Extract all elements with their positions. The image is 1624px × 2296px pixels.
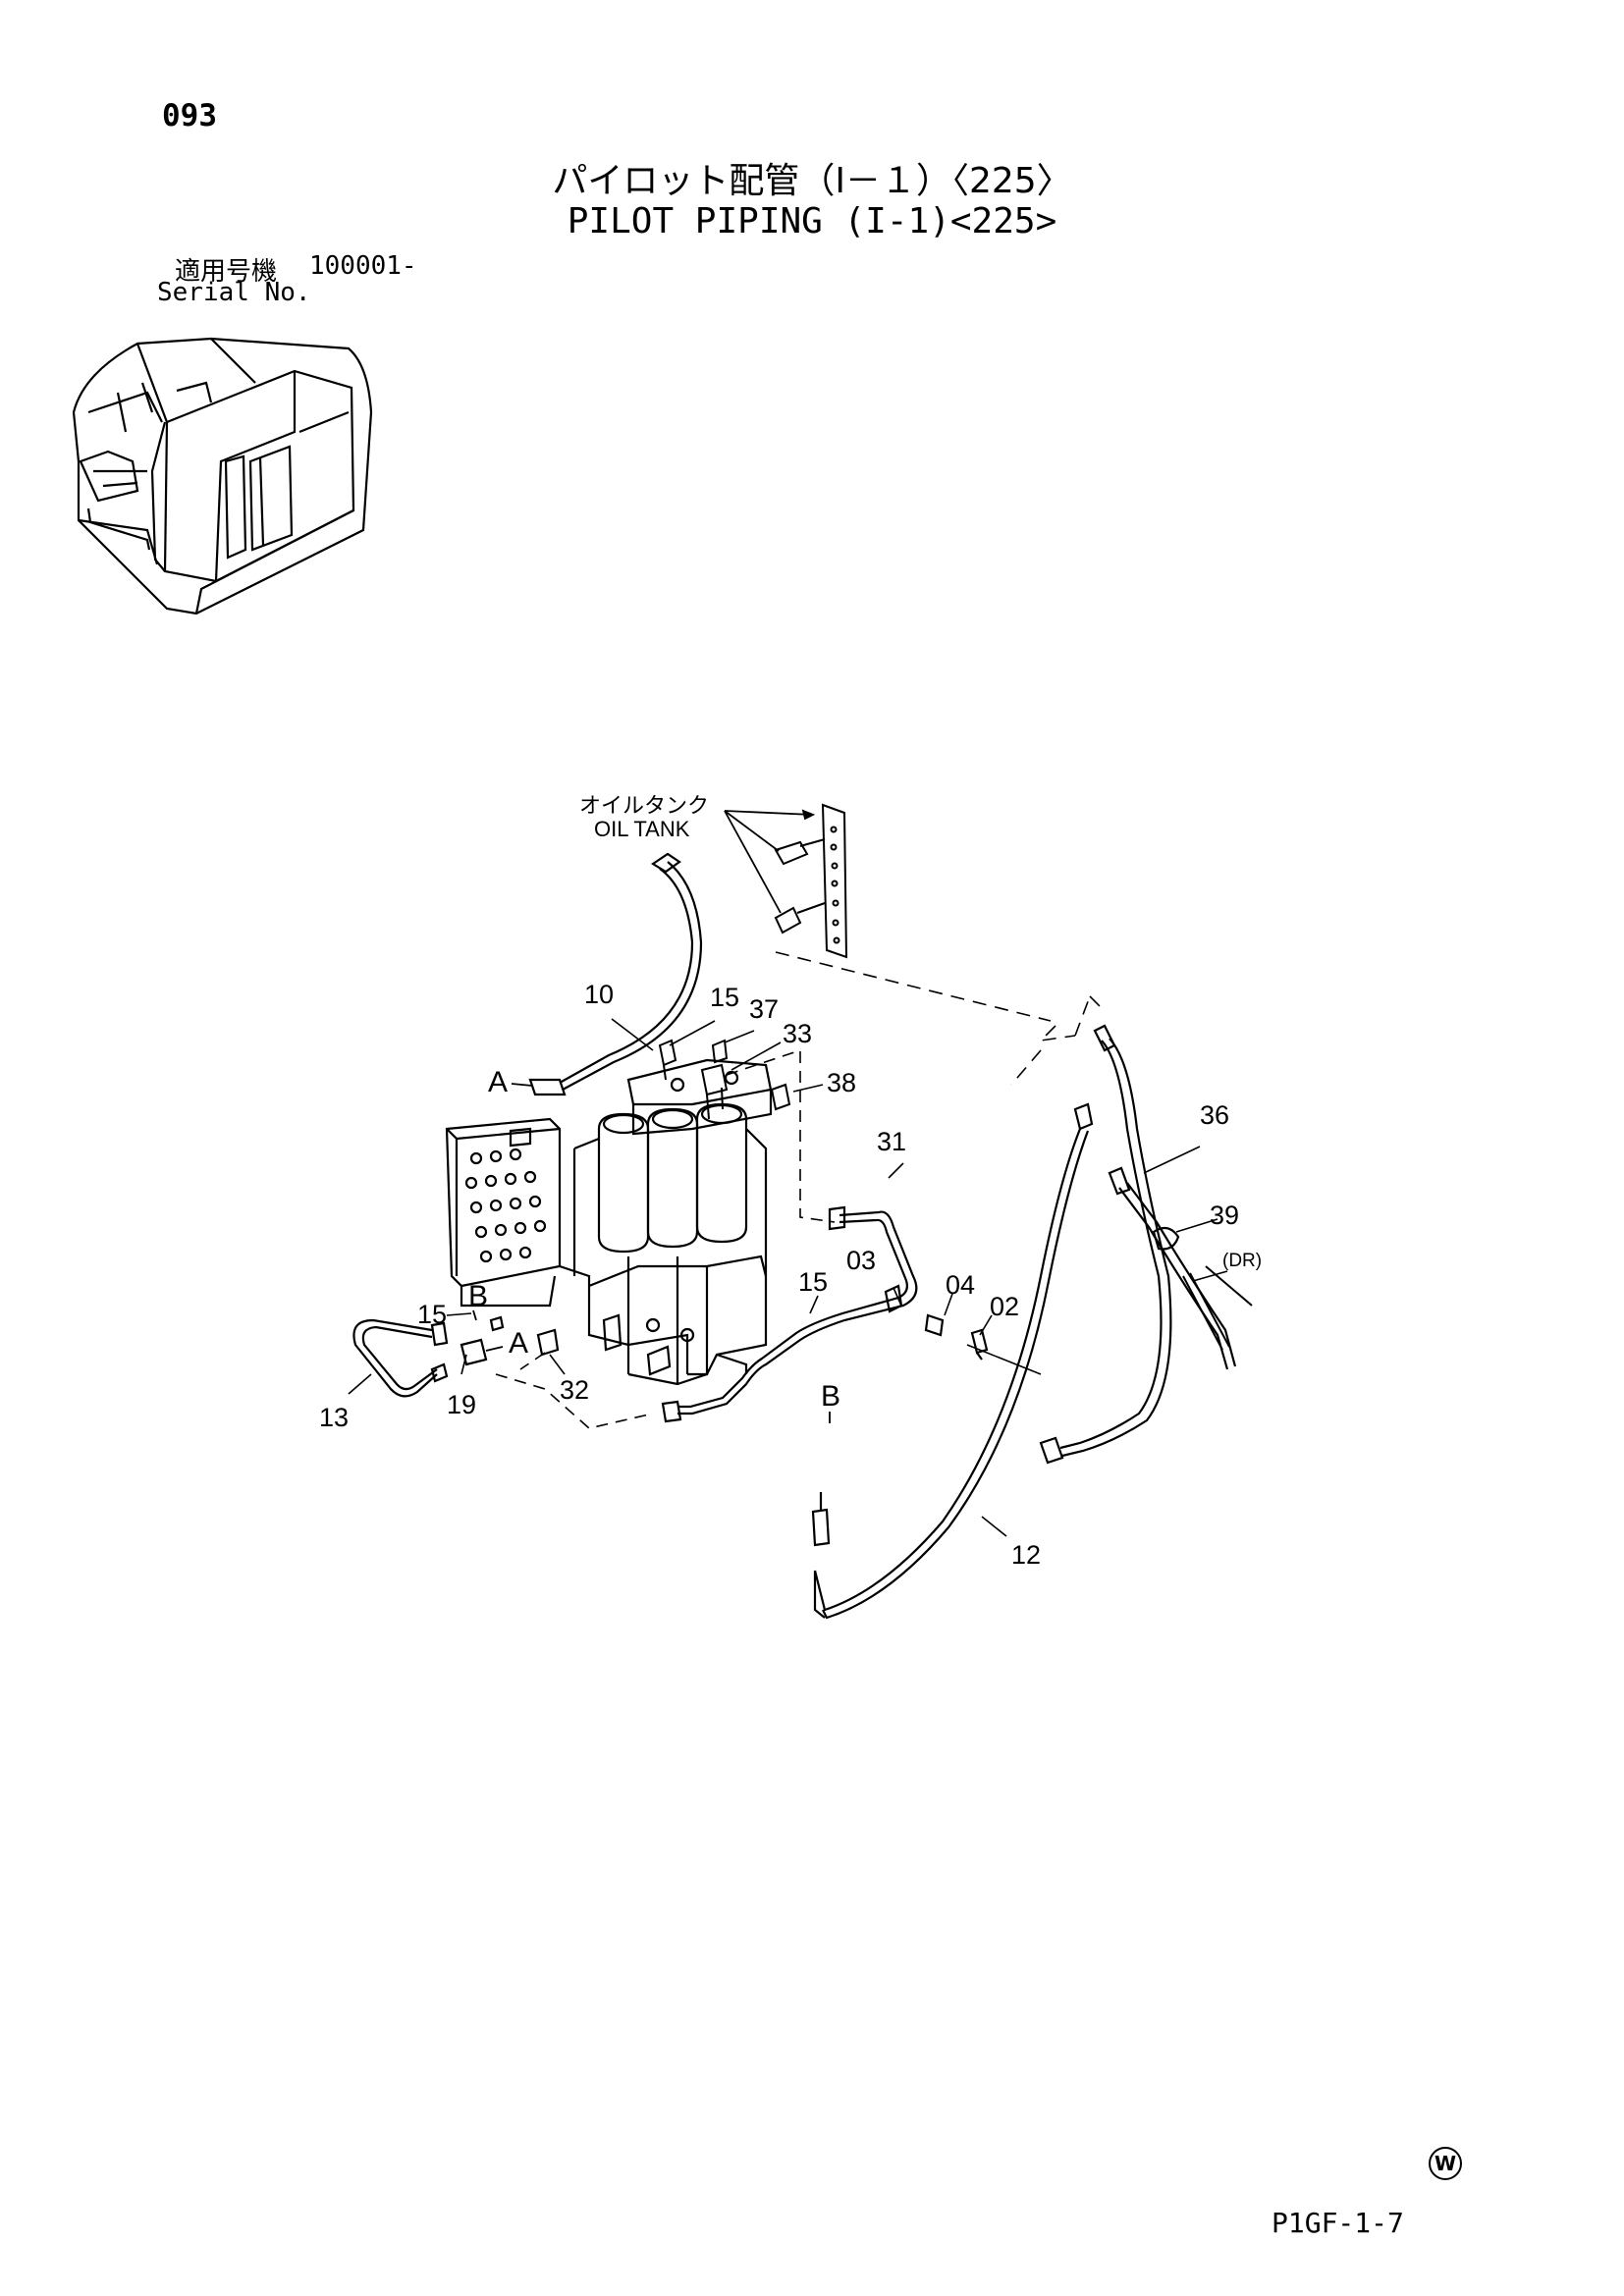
oil-tank-leaders [724, 809, 816, 914]
connector-a-top: A [488, 1066, 508, 1098]
page-title-japanese: パイロット配管（Ⅰ－１）〈225〉 [552, 161, 1072, 201]
callout-39: 39 [1210, 1201, 1239, 1230]
callout-leaders [348, 1018, 1228, 1537]
connector-b-left: B [468, 1280, 488, 1312]
drain-line [1182, 1265, 1253, 1351]
serial-label-japanese: 適用号機 [175, 257, 278, 287]
callout-drain: (DR) [1222, 1251, 1262, 1271]
callout-19: 19 [447, 1390, 476, 1419]
dashed-guide-lines [495, 1048, 836, 1429]
serial-label-english: Serial No. [157, 278, 311, 307]
callout-02: 02 [990, 1292, 1019, 1321]
connector-b-right: B [821, 1380, 840, 1413]
tank-connection-dashed [775, 951, 1106, 1086]
connector-a-top-leader [511, 1083, 533, 1087]
manufacturer-mark-icon: W [1429, 2147, 1462, 2180]
connector-a-low: A [509, 1327, 528, 1360]
oil-tank-bracket [774, 803, 848, 959]
page-code: P1GF-1-7 [1272, 2207, 1404, 2239]
callout-12: 12 [1011, 1540, 1041, 1570]
serial-range: 100001- [309, 251, 417, 281]
callout-15-mid: 15 [798, 1267, 828, 1297]
hose-13-assembly [352, 1315, 560, 1398]
page-title-english: PILOT PIPING (I-1)<225> [567, 201, 1057, 241]
callout-15-top: 15 [710, 983, 739, 1012]
callout-33: 33 [783, 1019, 812, 1048]
callout-13: 13 [319, 1403, 349, 1432]
callout-37: 37 [749, 994, 779, 1024]
callout-31: 31 [877, 1127, 906, 1156]
callout-10: 10 [584, 980, 614, 1009]
pipe-31 [661, 1205, 989, 1423]
connector-b-left-leader [472, 1309, 477, 1321]
hose-36-and-12 [811, 1024, 1237, 1620]
callout-15-left: 15 [417, 1300, 447, 1329]
callout-32: 32 [560, 1375, 589, 1405]
connector-a-low-leader [485, 1346, 504, 1352]
callout-04: 04 [946, 1270, 975, 1300]
control-valve-body [445, 1058, 773, 1386]
callout-03: 03 [846, 1246, 876, 1275]
oil-tank-label-japanese: オイルタンク [579, 793, 709, 818]
oil-tank-label-english: OIL TANK [594, 817, 690, 841]
cab-location-thumbnail-icon [72, 337, 373, 615]
top-fittings [658, 1039, 791, 1120]
callout-38: 38 [827, 1068, 856, 1097]
page-number: 093 [162, 98, 217, 133]
callout-36: 36 [1200, 1100, 1229, 1130]
